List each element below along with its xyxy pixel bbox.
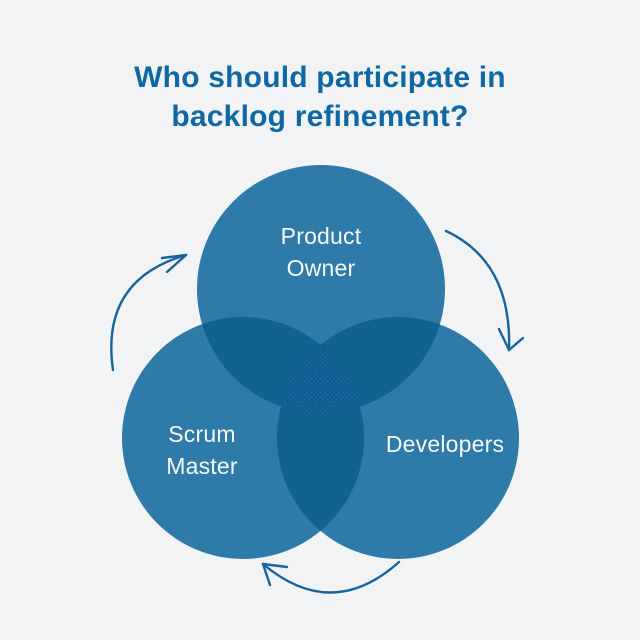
page-title: Who should participate in backlog refine… xyxy=(134,61,506,133)
label-scrum-master: Scrum Master xyxy=(166,421,238,479)
clockwise-arrow-bottom-icon xyxy=(261,560,401,594)
overlap-center-group xyxy=(277,317,364,413)
rotation-arrows xyxy=(110,229,525,594)
clockwise-arrow-left-icon xyxy=(110,253,188,372)
clockwise-arrow-right-icon xyxy=(444,229,525,352)
overlap-center-texture xyxy=(277,317,364,413)
label-product-owner: Product Owner xyxy=(280,223,362,281)
label-developers: Developers xyxy=(385,431,505,457)
